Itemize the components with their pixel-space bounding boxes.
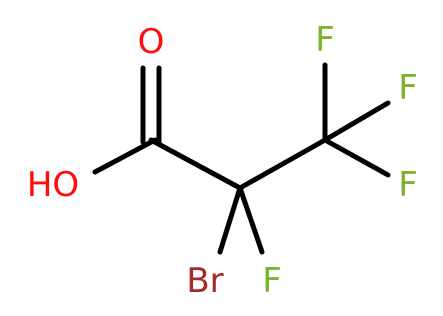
carbonyl-alpha-carbon-bond bbox=[148, 137, 243, 191]
carbonyl-oxygen-label: O bbox=[138, 22, 165, 62]
cf3-fluorine-lower-label: F bbox=[398, 165, 418, 205]
cf3-fluorine-right-label: F bbox=[398, 68, 418, 108]
alpha-cf3-carbon-bond bbox=[237, 137, 328, 191]
cf3-fluorine-right-bond bbox=[322, 100, 391, 143]
alpha-carbon-bromine-bond bbox=[217, 185, 243, 255]
alpha-fluorine-label: F bbox=[262, 261, 282, 301]
hydroxyl-label: HO bbox=[27, 165, 79, 205]
bromine-label: Br bbox=[186, 261, 223, 301]
carbon-hydroxyl-bond bbox=[92, 137, 158, 175]
cf3-fluorine-top-label: F bbox=[315, 20, 335, 60]
cf3-fluorine-lower-bond bbox=[322, 137, 391, 178]
alpha-carbon-fluorine-bond bbox=[237, 185, 265, 255]
bonds bbox=[92, 62, 391, 255]
atom-labels: O HO Br F F F F bbox=[27, 20, 418, 301]
